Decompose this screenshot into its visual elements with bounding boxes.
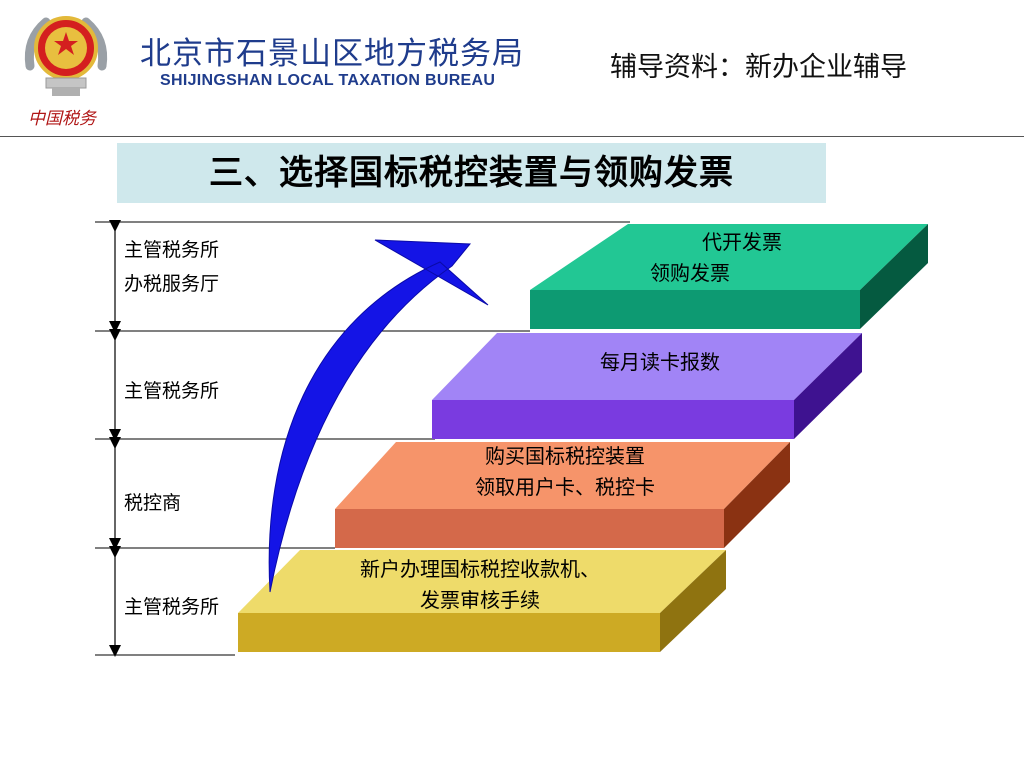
step-2-line-1: 购买国标税控装置 [485, 444, 645, 468]
step-3-label: 每月读卡报数 [560, 347, 760, 378]
level-2-line-1: 税控商 [124, 492, 182, 514]
growth-arrow [268, 239, 489, 593]
signature-text: 中国税务 [28, 109, 96, 129]
step-2-label: 购买国标税控装置 领取用户卡、税控卡 [440, 441, 690, 503]
level-2-label: 税控商 [124, 486, 181, 520]
level-4-line-1: 主管税务所 [124, 239, 220, 261]
step-1-label: 新户办理国标税控收款机、 发票审核手续 [330, 554, 630, 616]
level-4-label: 主管税务所 办税服务厅 [124, 233, 219, 301]
step-4-line-1: 代开发票 [702, 230, 782, 254]
step-4-line-2: 领购发票 [650, 261, 730, 285]
section-title-box [117, 143, 826, 203]
step-4-block [530, 224, 928, 329]
bureau-name-en: SHIJINGSHAN LOCAL TAXATION BUREAU [160, 72, 496, 89]
level-4-line-2: 办税服务厅 [124, 273, 220, 295]
step-4-label: 代开发票 领购发票 [640, 227, 800, 289]
bureau-name-cn: 北京市石景山区地方税务局 [140, 36, 524, 72]
step-2-block [335, 442, 790, 548]
level-3-label: 主管税务所 [124, 374, 219, 408]
level-1-line-1: 主管税务所 [124, 596, 220, 618]
step-1-line-2: 发票审核手续 [420, 588, 540, 612]
step-2-line-2: 领取用户卡、税控卡 [475, 475, 655, 499]
tax-emblem-icon [16, 4, 116, 104]
level-3-line-1: 主管税务所 [124, 380, 220, 402]
step-3-block [432, 333, 862, 439]
step-3-line-1: 每月读卡报数 [600, 350, 720, 374]
step-1-line-1: 新户办理国标税控收款机、 [360, 557, 600, 581]
header-divider [0, 136, 1024, 137]
level-1-label: 主管税务所 [124, 590, 219, 624]
section-title: 三、选择国标税控装置与领购发票 [209, 153, 734, 193]
step-1-block [238, 550, 726, 652]
header-note: 辅导资料：新办企业辅导 [610, 52, 907, 83]
